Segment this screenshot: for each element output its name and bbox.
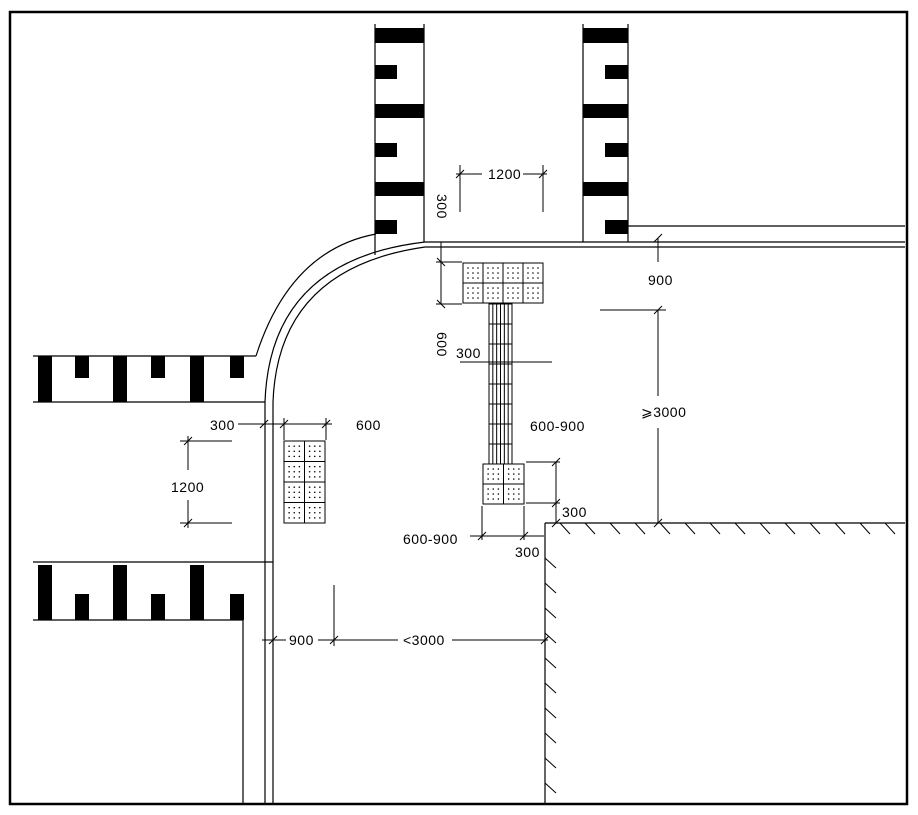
dim-label-bottom-left-offset: 900 bbox=[289, 632, 314, 648]
warning-tile-end bbox=[482, 463, 525, 505]
dim-label-top-tile-depth: 300 bbox=[434, 194, 450, 219]
dim-label-right-offset: 900 bbox=[648, 272, 673, 288]
dimension-lines bbox=[180, 165, 666, 646]
dim-label-bottom-distance: <3000 bbox=[403, 632, 445, 648]
drawing-frame bbox=[8, 10, 909, 806]
road-marking-top-left bbox=[374, 24, 425, 255]
road-marking-left-lower bbox=[38, 565, 244, 620]
dim-label-left-spacing: 1200 bbox=[171, 479, 204, 495]
dim-label-left-offset: 300 bbox=[210, 417, 235, 433]
dim-label-bottom-tile-size: 600-900 bbox=[403, 531, 458, 547]
guide-strip bbox=[488, 303, 513, 465]
dim-label-bottom-offset: 300 bbox=[515, 544, 540, 560]
dim-label-min-distance: ⩾3000 bbox=[641, 404, 686, 420]
warning-tile-top bbox=[462, 262, 544, 304]
dim-label-top-spacing: 1200 bbox=[488, 166, 521, 182]
dim-label-tile-to-curb: 600 bbox=[434, 332, 450, 357]
dim-label-strip-width: 300 bbox=[456, 345, 481, 361]
curb-lines bbox=[33, 225, 905, 804]
dim-label-end-tile-size: 600-900 bbox=[530, 418, 585, 434]
warning-tile-left bbox=[283, 440, 326, 524]
building-wall-hatching bbox=[544, 522, 896, 794]
dim-label-end-offset: 300 bbox=[562, 504, 587, 520]
road-marking-left-upper bbox=[38, 356, 244, 402]
road-marking-top-right bbox=[582, 24, 629, 242]
dim-label-left-tile-to-curb: 600 bbox=[356, 417, 381, 433]
